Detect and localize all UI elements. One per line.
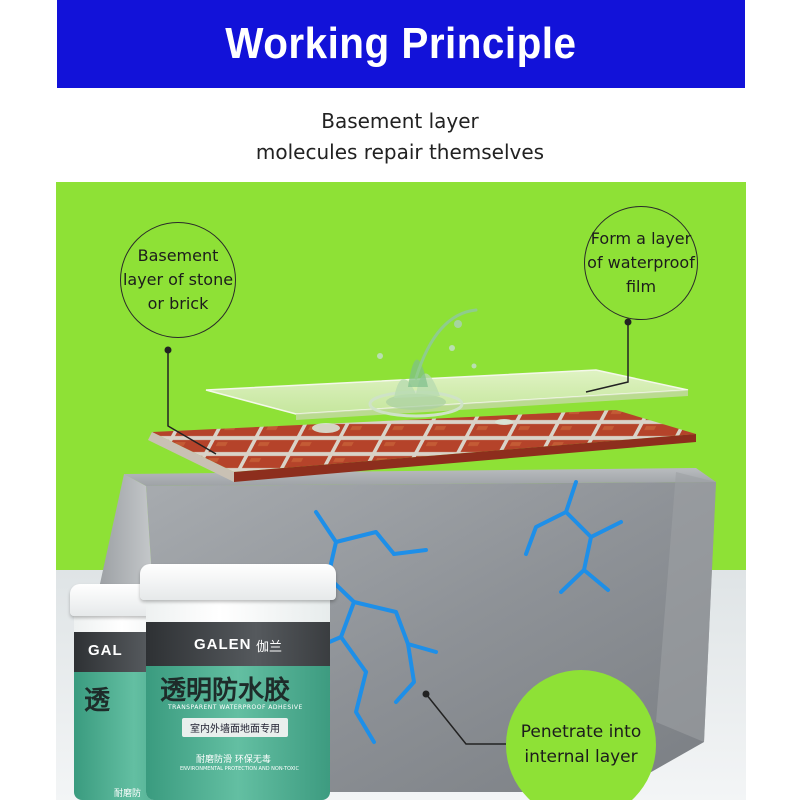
leader-lines bbox=[167, 322, 629, 745]
callout-film: Form a layer of waterproof film bbox=[584, 206, 698, 320]
front-jar-brand-cn: 伽兰 bbox=[256, 640, 283, 655]
front-jar-feature-english: ENVIRONMENTAL PROTECTION AND NON-TOXIC bbox=[180, 766, 299, 772]
callout-basement-line-2: layer of stone bbox=[122, 270, 234, 289]
subtitle: Basement layer molecules repair themselv… bbox=[0, 106, 800, 168]
callout-film-line-1: Form a layer bbox=[590, 229, 692, 248]
front-jar-feature: 耐磨防滑 环保无毒 bbox=[196, 755, 271, 765]
leader-dot-icon bbox=[624, 318, 632, 326]
callout-film-line-3: film bbox=[625, 277, 657, 296]
callout-penetrate-line-2: internal layer bbox=[524, 747, 638, 767]
front-jar-brand: GALEN bbox=[194, 636, 252, 653]
title-banner: Working Principle bbox=[57, 0, 745, 88]
waterproof-film bbox=[205, 369, 689, 420]
callout-penetrate: Penetrate into internal layer bbox=[506, 670, 656, 800]
page-title: Working Principle bbox=[225, 19, 577, 68]
callout-basement-line-3: or brick bbox=[147, 294, 209, 313]
callout-film-line-2: of waterproof bbox=[587, 253, 695, 272]
callout-basement-line-1: Basement bbox=[137, 246, 219, 265]
water-splash-icon bbox=[312, 308, 513, 433]
leader-dot-icon bbox=[164, 346, 172, 354]
back-jar-product-name: 透 bbox=[84, 686, 111, 716]
leader-dot-icon bbox=[422, 690, 430, 698]
subtitle-line-2: molecules repair themselves bbox=[255, 140, 545, 164]
front-jar-usage: 室内外墙面地面专用 bbox=[182, 718, 288, 737]
back-jar-brand: GAL bbox=[88, 642, 123, 659]
subtitle-line-1: Basement layer bbox=[321, 109, 479, 133]
back-jar-feature: 耐磨防 bbox=[114, 789, 142, 799]
callout-basement: Basement layer of stone or brick bbox=[120, 222, 236, 338]
tile-layer bbox=[148, 410, 696, 482]
product-jar-front: GALEN 伽兰 透明防水胶 TRANSPARENT WATERPROOF AD… bbox=[140, 564, 336, 800]
illustration-scene: Basement layer of stone or brick Form a … bbox=[56, 182, 746, 800]
callout-penetrate-line-1: Penetrate into bbox=[520, 722, 642, 742]
front-jar-product-name: 透明防水胶 bbox=[160, 676, 291, 706]
front-jar-product-english: TRANSPARENT WATERPROOF ADHESIVE bbox=[168, 704, 303, 711]
